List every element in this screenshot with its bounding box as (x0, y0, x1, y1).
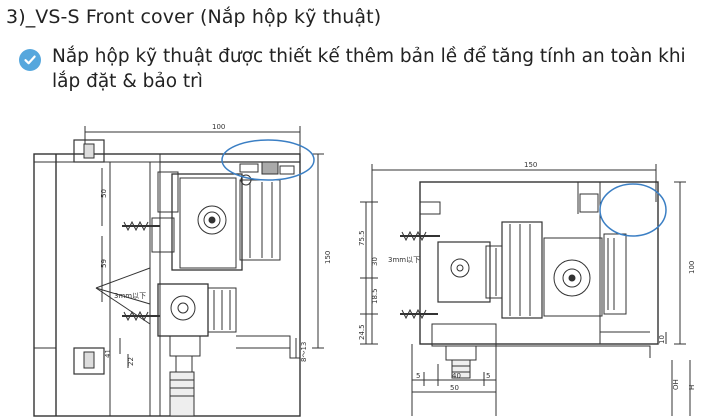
page-title: 3)_VS-S Front cover (Nắp hộp kỹ thuật) (6, 6, 382, 28)
left-section-drawing (33, 126, 324, 417)
feature-bullet-text: Nắp hộp kỹ thuật được thiết kế thêm bản … (52, 46, 686, 92)
feature-bullet: Nắp hộp kỹ thuật được thiết kế thêm bản … (19, 44, 709, 94)
right-dim-10: 10 (658, 335, 666, 344)
right-dim-h: H (688, 385, 696, 390)
hinge-highlight-left (221, 139, 315, 181)
right-dim-5a: 5 (416, 372, 420, 380)
right-dim-75-5: 75.5 (358, 230, 366, 246)
left-dim-8-13: 8～13 (300, 342, 308, 362)
left-note: 3mm以下 (114, 292, 146, 300)
right-note: 3mm以下 (388, 256, 420, 264)
check-circle-icon (19, 49, 41, 71)
right-dim-150: 150 (524, 161, 537, 169)
right-dim-18-5: 18.5 (371, 288, 379, 304)
right-dim-5b: 5 (486, 372, 490, 380)
hinge-highlight-right (599, 183, 667, 237)
right-dim-oh: OH (672, 379, 680, 390)
left-dim-41: 41 (104, 349, 112, 358)
right-dim-24-5: 24.5 (358, 324, 366, 340)
right-dim-30: 30 (371, 257, 379, 266)
left-dim-150: 150 (324, 251, 332, 264)
right-section-drawing (360, 164, 691, 416)
left-dim-59: 59 (100, 259, 108, 268)
right-dim-50: 50 (450, 384, 459, 392)
technical-drawing: 100 50 59 150 41 22 8～13 3mm以下 150 75.5 … (33, 123, 696, 417)
left-dim-50: 50 (100, 189, 108, 198)
right-dim-40: 40 (452, 372, 461, 380)
right-dim-100: 100 (688, 261, 696, 274)
left-dim-22: 22 (127, 357, 135, 366)
left-dim-100: 100 (212, 123, 225, 131)
